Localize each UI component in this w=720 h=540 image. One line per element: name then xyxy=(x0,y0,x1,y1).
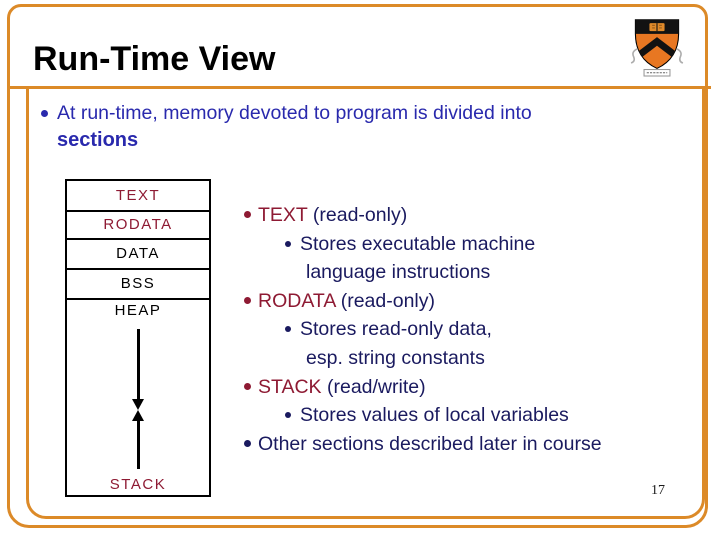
bullet-text: (read-only) xyxy=(307,204,408,226)
shield-flourishes xyxy=(630,48,684,64)
arrow-down-icon xyxy=(132,399,144,410)
bullet-dot-icon xyxy=(244,296,251,304)
memory-section-heap: HEAP xyxy=(114,302,162,319)
heap-growth-line xyxy=(136,329,140,399)
section-label: RODATA xyxy=(103,216,173,233)
section-label: BSS xyxy=(120,275,156,292)
bullet-text: Other sections described later in course xyxy=(258,432,602,455)
memory-section-stack: STACK xyxy=(109,476,167,493)
sub-bullet: Stores values of local variables xyxy=(240,401,706,430)
bullet-point-rodata: RODATA (read-only) xyxy=(240,287,706,316)
section-term: STACK xyxy=(258,375,322,398)
section-label: DATA xyxy=(116,245,160,262)
slide-content-frame xyxy=(26,89,705,519)
intro-line-1: At run-time, memory devoted to program i… xyxy=(36,100,686,127)
bullet-text: esp. string constants xyxy=(306,346,485,369)
bullet-dot-icon xyxy=(244,439,251,447)
princeton-shield-icon xyxy=(630,19,684,77)
bullet-text: Stores read-only data, xyxy=(300,318,492,341)
bullet-dot-icon xyxy=(244,211,251,218)
sub-bullet: Stores executable machine xyxy=(240,230,706,259)
memory-layout-diagram: TEXT RODATA DATA BSS HEAP STACK xyxy=(65,179,211,497)
bullet-text: (read/write) xyxy=(321,375,426,398)
bullet-text: Stores executable machine xyxy=(300,232,536,255)
sub-bullet: Stores read-only data, xyxy=(240,315,706,344)
page-title: Run-Time View xyxy=(33,40,276,78)
bullet-dot-icon xyxy=(285,240,291,247)
bullet-dot-icon xyxy=(285,326,291,333)
slide-outer-frame xyxy=(7,4,708,528)
memory-section-data: DATA xyxy=(67,240,209,270)
section-term: RODATA xyxy=(258,289,336,312)
intro-emphasis: sections xyxy=(57,129,139,151)
bullet-point-other: Other sections described later in course xyxy=(240,430,706,459)
stack-growth-line xyxy=(136,421,140,469)
bullet-text: language instructions xyxy=(306,261,491,284)
memory-section-rodata: RODATA xyxy=(67,212,209,240)
heap-stack-area: HEAP STACK xyxy=(67,302,209,497)
bullet-text: Stores values of local variables xyxy=(300,404,569,427)
bullet-text: (read-only) xyxy=(335,289,435,312)
intro-text: At run-time, memory devoted to program i… xyxy=(57,102,532,124)
title-divider-line xyxy=(7,86,711,89)
memory-section-text: TEXT xyxy=(67,181,209,212)
arrow-up-icon xyxy=(132,410,144,421)
bullet-dot-icon xyxy=(244,382,251,390)
memory-section-bss: BSS xyxy=(67,270,209,300)
intro-line-2: sections xyxy=(36,127,686,154)
slide-number: 17 xyxy=(651,483,665,498)
bullet-point-stack: STACK (read/write) xyxy=(240,373,706,402)
section-term: TEXT xyxy=(258,204,308,226)
sub-bullet-wrap: esp. string constants xyxy=(240,344,706,373)
section-label: TEXT xyxy=(115,187,161,204)
bullet-point-text: TEXT (read-only) xyxy=(240,201,706,230)
bullet-dot-icon xyxy=(285,412,291,419)
bullet-dot-icon xyxy=(41,110,48,117)
intro-bullet: At run-time, memory devoted to program i… xyxy=(36,100,686,154)
sub-bullet-wrap: language instructions xyxy=(240,258,706,287)
section-descriptions: TEXT (read-only) Stores executable machi… xyxy=(240,201,706,458)
